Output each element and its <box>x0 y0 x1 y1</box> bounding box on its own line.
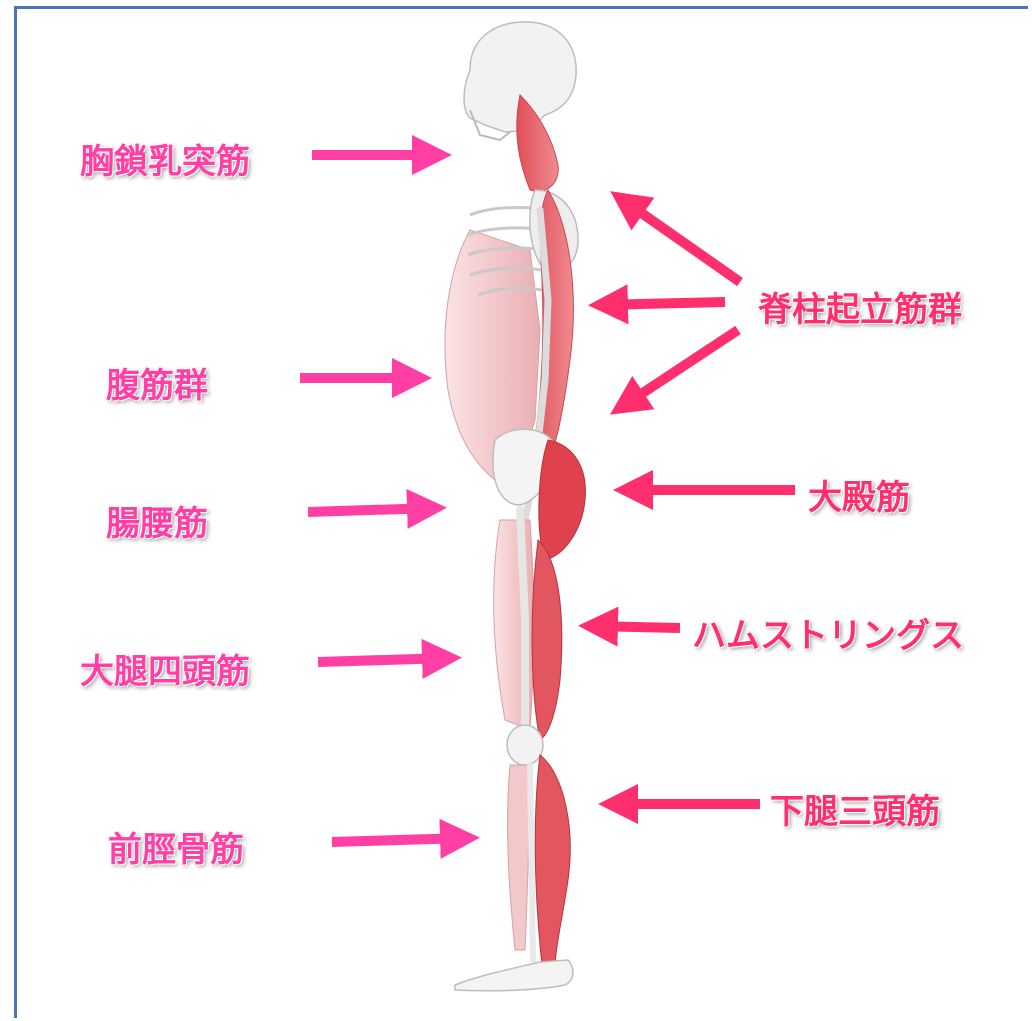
label-iliopsoas: 腸腰筋 <box>106 496 208 545</box>
shin-muscle <box>508 765 529 950</box>
label-triceps-surae: 下腿三頭筋 <box>770 784 940 833</box>
arrow-iliopsoas <box>308 508 435 512</box>
arrow-tibialis <box>332 838 468 842</box>
arrow-erector-1 <box>620 198 740 282</box>
label-tibialis-anterior: 前脛骨筋 <box>108 822 244 871</box>
knee <box>507 725 543 765</box>
arrow-erector-2 <box>600 302 725 305</box>
gluteus-muscle <box>539 440 586 560</box>
label-sternocleidomastoid: 胸鎖乳突筋 <box>80 134 250 183</box>
tibia <box>530 765 533 960</box>
left-arrows <box>300 155 468 842</box>
label-abdominals: 腹筋群 <box>106 358 208 407</box>
arrow-quadriceps <box>318 658 450 662</box>
label-quadriceps: 大腿四頭筋 <box>80 644 250 693</box>
foot <box>455 960 573 991</box>
arrow-hamstrings <box>590 626 680 628</box>
calf-muscle <box>535 755 570 965</box>
hamstring-muscle <box>532 540 562 740</box>
arrow-erector-3 <box>620 330 738 408</box>
label-gluteus-maximus: 大殿筋 <box>808 470 910 519</box>
label-hamstrings: ハムストリングス <box>692 608 964 657</box>
label-erector-spinae: 脊柱起立筋群 <box>758 282 962 331</box>
body-figure <box>445 22 585 991</box>
